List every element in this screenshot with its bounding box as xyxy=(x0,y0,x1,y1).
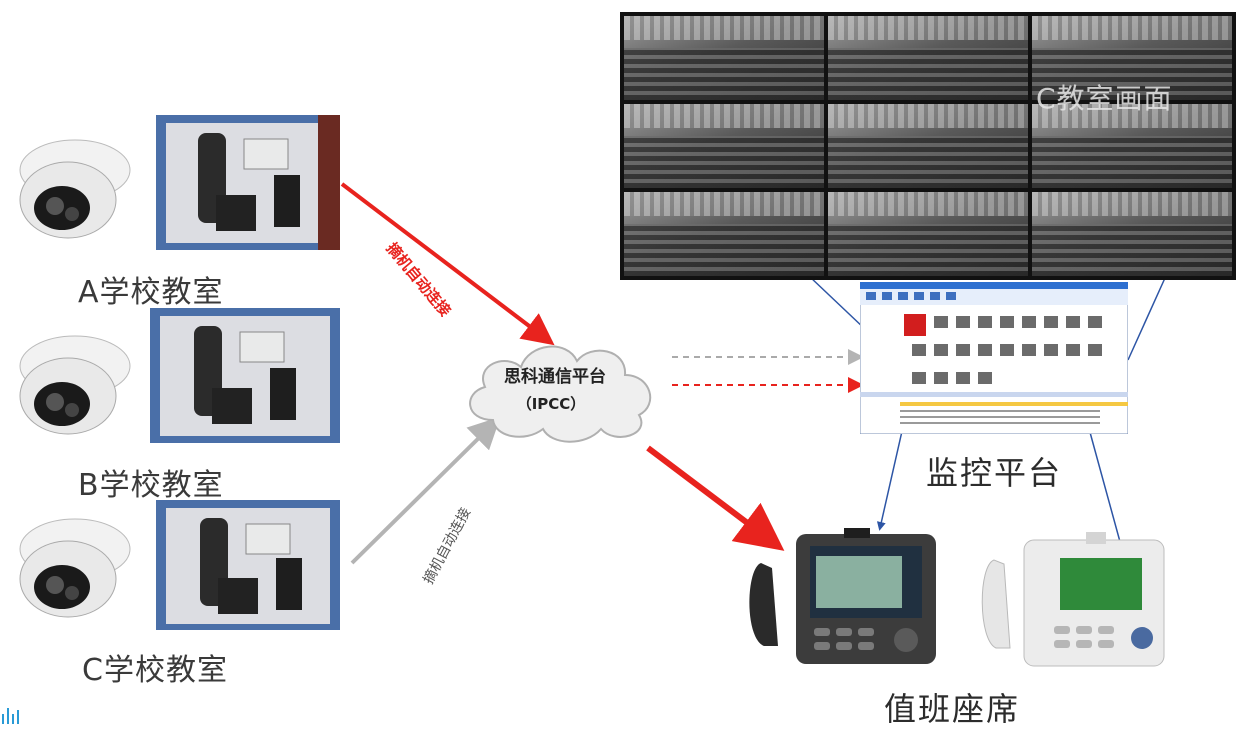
video-feed xyxy=(1032,192,1232,276)
video-feed xyxy=(828,16,1028,100)
video-feed xyxy=(1032,16,1232,100)
classroom-b-label: B学校教室 xyxy=(78,468,224,503)
cloud-line1: 思科通信平台 xyxy=(504,367,606,387)
classroom-c-label: C学校教室 xyxy=(82,653,228,688)
video-feed xyxy=(624,16,824,100)
ip-video-phone-white-icon xyxy=(981,532,1165,667)
dome-camera-icon xyxy=(19,335,131,435)
video-overlay-right: C教室画面 xyxy=(1036,82,1173,115)
monitor-screenshot xyxy=(860,282,1128,434)
wall-phone-unit-icon xyxy=(150,308,340,443)
cloud-line2: （IPCC） xyxy=(516,395,586,413)
video-feed xyxy=(828,104,1028,188)
classroom-a-group: A学校教室 xyxy=(10,115,350,315)
cloud-icon xyxy=(469,345,652,443)
monitor-platform-label: 监控平台 xyxy=(926,454,1063,492)
classroom-c-group: C学校教室 xyxy=(10,495,350,690)
video-wall: C教室画面 xyxy=(620,12,1236,280)
wall-phone-unit-icon xyxy=(156,500,340,630)
cisco-logo-icon xyxy=(2,708,19,724)
video-feed xyxy=(1032,104,1232,188)
video-feed xyxy=(624,192,824,276)
red-arrow-a-to-cloud xyxy=(340,182,555,346)
dome-camera-icon xyxy=(19,139,131,239)
red-arrow-cloud-to-phone xyxy=(646,445,785,551)
dome-camera-icon xyxy=(19,518,131,618)
blue-arrow-to-phone1 xyxy=(876,417,906,531)
blue-arrow-to-phone2 xyxy=(1087,424,1128,563)
classroom-a-label: A学校教室 xyxy=(78,275,224,310)
cloud-label: 思科通信平台 （IPCC） xyxy=(455,362,675,414)
gray-arrow-c-to-cloud xyxy=(350,416,501,565)
duty-seat-label: 值班座席 xyxy=(884,690,1021,728)
blue-line-wall-right xyxy=(1127,277,1166,361)
video-feed xyxy=(624,104,824,188)
wall-phone-unit-icon xyxy=(156,115,340,250)
classroom-b-group: B学校教室 xyxy=(10,308,350,503)
video-feed xyxy=(828,192,1028,276)
ip-video-phone-dark-icon xyxy=(749,528,936,664)
